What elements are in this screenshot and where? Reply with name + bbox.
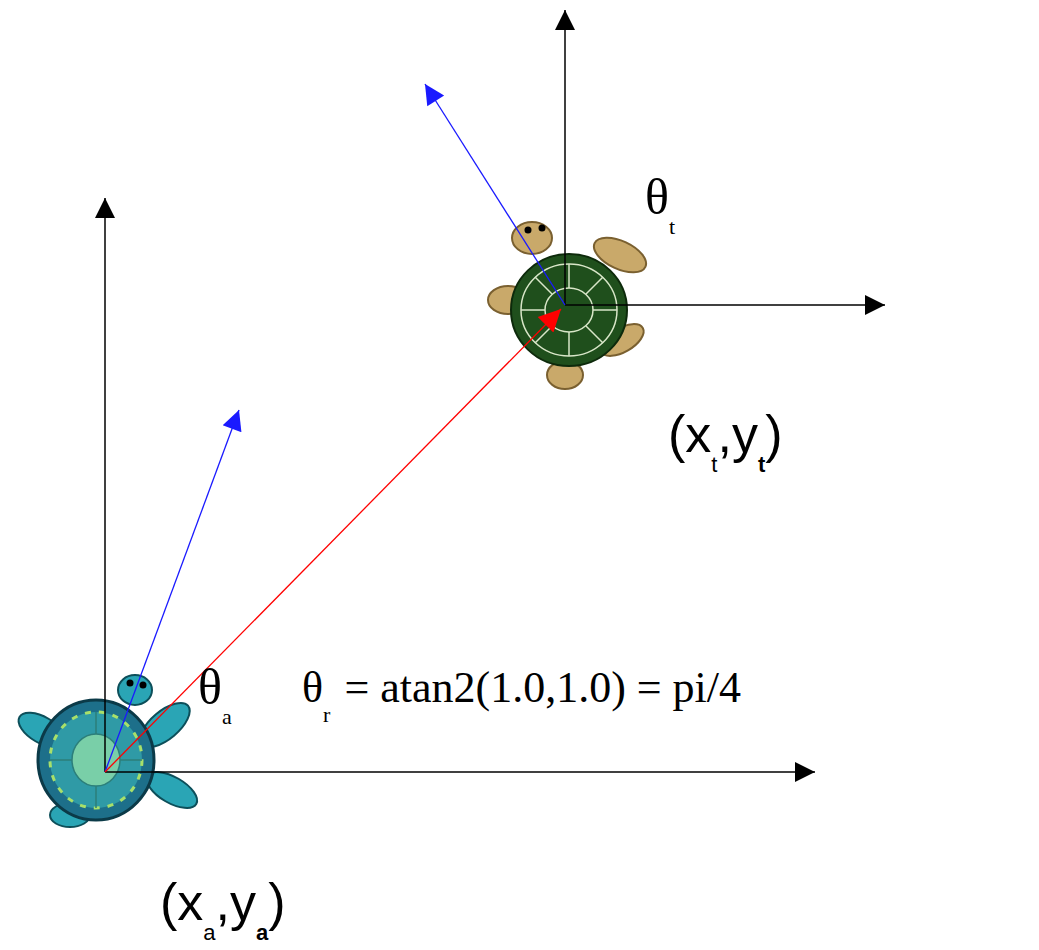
label-text: θ (198, 659, 222, 715)
label-text: (x (668, 405, 711, 463)
label-text: ,y (717, 405, 757, 463)
label-text: ) (765, 405, 782, 463)
subscript: t (758, 452, 765, 477)
label-text: θ (302, 663, 323, 712)
angle-symbol: θt (645, 172, 675, 238)
subscript: a (256, 920, 268, 945)
subscript: a (203, 920, 215, 945)
position-label: (xt,yt) (668, 408, 783, 476)
subscript: t (669, 214, 675, 239)
coordinate-axes (105, 10, 885, 772)
label-text: (x (160, 873, 203, 931)
label-text: ,y (216, 873, 256, 931)
subscript: a (222, 704, 232, 729)
label-text: ) (268, 873, 285, 931)
subscript: t (711, 452, 717, 477)
label-text: = atan2(1.0,1.0) = pi/4 (344, 663, 741, 712)
subscript: r (323, 702, 330, 727)
angle-equation: θr = atan2(1.0,1.0) = pi/4 (302, 666, 741, 726)
label-text: θ (645, 169, 669, 225)
angle-symbol: θa (198, 662, 232, 728)
turtle-self (13, 675, 203, 827)
position-label: (xa,ya) (160, 876, 286, 944)
